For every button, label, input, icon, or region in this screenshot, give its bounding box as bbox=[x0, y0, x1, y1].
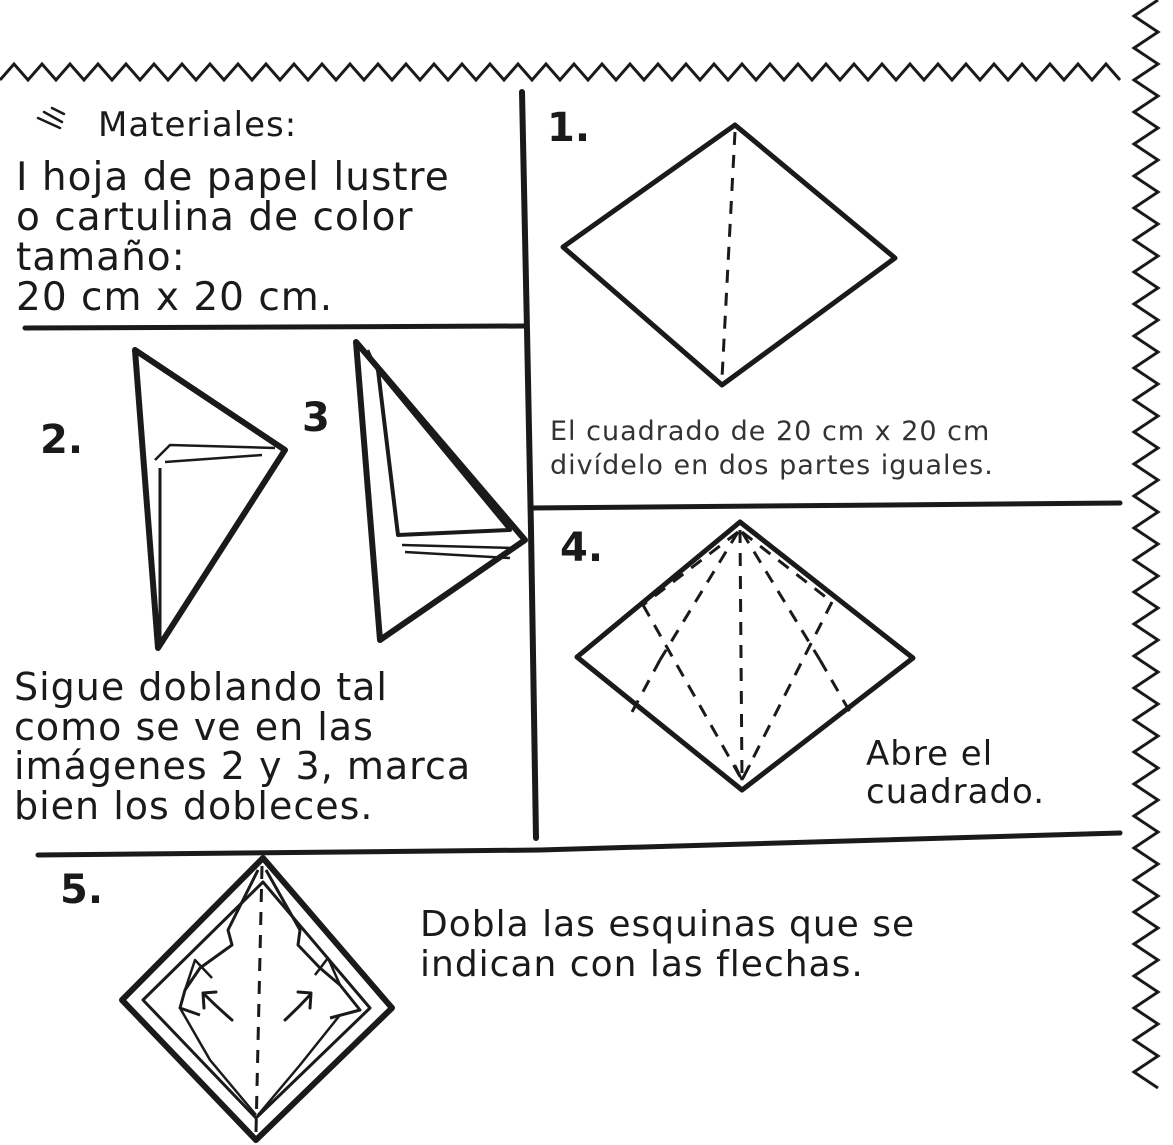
divider-vertical-top bbox=[522, 92, 536, 838]
steps23-caption-line: Sigue doblando tal bbox=[14, 668, 471, 708]
materials-title: Materiales: bbox=[98, 108, 297, 142]
materials-line: I hoja de papel lustre bbox=[16, 158, 450, 198]
steps23-caption: Sigue doblando tal como se ve en las imá… bbox=[14, 668, 471, 826]
materials-line: o cartulina de color bbox=[16, 198, 450, 238]
step5-caption: Dobla las esquinas que se indican con la… bbox=[420, 905, 915, 984]
right-zigzag-border bbox=[1134, 0, 1158, 1088]
step3-inner-triangle bbox=[378, 370, 510, 535]
step4-number: 4. bbox=[560, 528, 603, 568]
step5-right-flap bbox=[266, 870, 360, 1018]
step4-fold-lines bbox=[632, 530, 850, 780]
divider-horizontal-step1 bbox=[530, 503, 1120, 508]
divider-horizontal-materials bbox=[25, 326, 524, 328]
right-arrow bbox=[285, 995, 310, 1020]
step5-caption-line: indican con las flechas. bbox=[420, 945, 915, 985]
step4-caption: Abre el cuadrado. bbox=[866, 735, 1045, 811]
scissors-icon bbox=[38, 108, 64, 128]
step1-caption-line: El cuadrado de 20 cm x 20 cm bbox=[550, 415, 994, 449]
step3-layer-1 bbox=[402, 545, 515, 548]
step3-diagram bbox=[356, 342, 525, 640]
steps23-caption-line: como se ve en las bbox=[14, 708, 471, 748]
step4-square bbox=[577, 522, 913, 790]
steps23-caption-line: bien los dobleces. bbox=[14, 787, 471, 827]
step2-number: 2. bbox=[40, 420, 83, 460]
step5-number: 5. bbox=[60, 870, 103, 910]
step2-inner-edge bbox=[150, 360, 275, 445]
materials-line: 20 cm x 20 cm. bbox=[16, 278, 450, 318]
step1-caption: El cuadrado de 20 cm x 20 cm divídelo en… bbox=[550, 415, 994, 483]
step1-caption-line: divídelo en dos partes iguales. bbox=[550, 449, 994, 483]
steps23-caption-line: imágenes 2 y 3, marca bbox=[14, 747, 471, 787]
step5-center-fold bbox=[256, 866, 262, 1132]
materials-list: I hoja de papel lustre o cartulina de co… bbox=[16, 158, 450, 319]
step5-arrows bbox=[203, 992, 311, 1020]
step3-number: 3 bbox=[302, 398, 330, 438]
top-zigzag-border bbox=[0, 64, 1120, 80]
step2-outer-triangle bbox=[135, 350, 285, 648]
step4-caption-line: cuadrado. bbox=[866, 773, 1045, 811]
step4-diagram bbox=[577, 522, 913, 790]
step2-diagram bbox=[135, 350, 285, 648]
step5-caption-line: Dobla las esquinas que se bbox=[420, 905, 915, 945]
divider-horizontal-bottom bbox=[38, 833, 1120, 855]
materials-line: tamaño: bbox=[16, 238, 450, 278]
left-arrow bbox=[205, 995, 232, 1020]
step1-fold-line bbox=[722, 132, 735, 378]
step3-layer-2 bbox=[405, 552, 510, 558]
step5-left-flap bbox=[180, 870, 258, 1015]
step5-diagram bbox=[122, 858, 392, 1140]
step1-diagram bbox=[563, 125, 895, 385]
step4-caption-line: Abre el bbox=[866, 735, 1045, 773]
step1-number: 1. bbox=[547, 108, 590, 148]
step2-flap-3 bbox=[165, 455, 262, 462]
